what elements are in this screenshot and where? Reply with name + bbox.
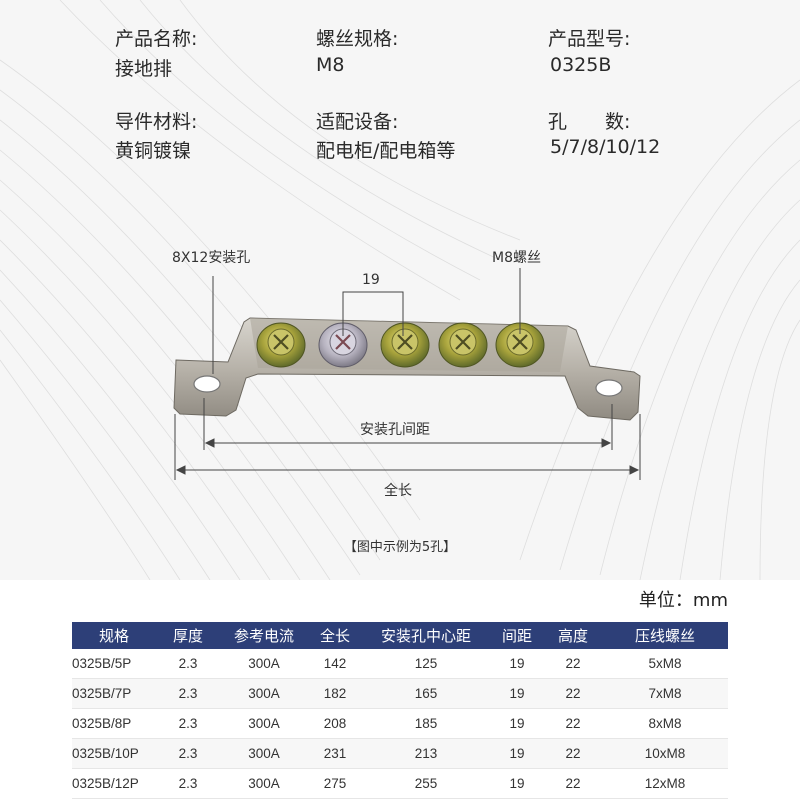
cell-thickness: 2.3 [156,649,220,679]
leader-lines [212,268,521,374]
thread-label: 螺丝规格: [316,28,399,50]
cell-length: 275 [308,768,362,799]
table-row: 0325B/12P 2.3 300A 275 255 19 22 12xM8 [72,768,728,799]
col-header: 参考电流 [220,622,308,649]
cell-length: 182 [308,678,362,709]
cell-length: 142 [308,649,362,679]
device-value: 配电柜/配电箱等 [316,140,456,162]
cell-mount-distance: 213 [362,738,490,769]
cell-current: 300A [220,678,308,709]
col-header: 全长 [308,622,362,649]
table-row: 0325B/5P 2.3 300A 142 125 19 22 5xM8 [72,649,728,679]
cell-pitch: 19 [490,649,544,679]
cell-thickness: 2.3 [156,768,220,799]
table-row: 0325B/8P 2.3 300A 208 185 19 22 8xM8 [72,708,728,739]
table-row: 0325B/7P 2.3 300A 182 165 19 22 7xM8 [72,678,728,709]
cell-length: 231 [308,738,362,769]
cell-pitch: 19 [490,678,544,709]
cell-current: 300A [220,708,308,739]
cell-height: 22 [544,678,602,709]
cell-screws: 5xM8 [602,649,728,679]
col-header: 间距 [490,622,544,649]
cell-mount-distance: 165 [362,678,490,709]
cell-screws: 7xM8 [602,678,728,709]
model-label: 产品型号: [548,28,631,50]
col-header: 规格 [72,622,156,649]
name-value: 接地排 [115,58,173,80]
spec-table: 规格 厚度 参考电流 全长 安装孔中心距 间距 高度 压线螺丝 0325B/5P… [72,622,728,799]
screw-label: M8螺丝 [492,250,541,266]
table-header-row: 规格 厚度 参考电流 全长 安装孔中心距 间距 高度 压线螺丝 [72,622,728,649]
mounting-hole-icon [193,375,221,393]
name-label: 产品名称: [115,28,198,50]
cell-model: 0325B/7P [72,678,156,709]
mount-hole-label: 8X12安装孔 [172,250,251,266]
table-row: 0325B/10P 2.3 300A 231 213 19 22 10xM8 [72,738,728,769]
cell-pitch: 19 [490,708,544,739]
screw-icon [380,322,430,368]
screw-icon [438,322,488,368]
mount-distance-dimension [203,398,613,450]
cell-pitch: 19 [490,768,544,799]
mounting-hole-icon [595,379,623,397]
background-pattern [0,0,800,580]
cell-model: 0325B/5P [72,649,156,679]
diagram-caption: 【图中示例为5孔】 [343,540,457,555]
cell-pitch: 19 [490,738,544,769]
cell-current: 300A [220,649,308,679]
col-header: 安装孔中心距 [362,622,490,649]
material-label: 导件材料: [115,111,198,133]
material-value: 黄铜镀镍 [115,140,192,162]
cell-model: 0325B/10P [72,738,156,769]
cell-height: 22 [544,738,602,769]
cell-mount-distance: 125 [362,649,490,679]
holes-value: 5/7/8/10/12 [550,136,661,158]
screw-icon [256,322,306,368]
cell-height: 22 [544,649,602,679]
col-header: 高度 [544,622,602,649]
cell-mount-distance: 185 [362,708,490,739]
holes-label: 孔 数: [548,111,631,133]
cell-thickness: 2.3 [156,738,220,769]
cell-thickness: 2.3 [156,708,220,739]
cell-model: 0325B/8P [72,708,156,739]
mount-distance-label: 安装孔间距 [360,422,430,438]
cell-current: 300A [220,738,308,769]
cell-screws: 10xM8 [602,738,728,769]
cell-current: 300A [220,768,308,799]
cell-height: 22 [544,708,602,739]
pitch-label: 19 [362,272,380,288]
thread-value: M8 [316,54,345,76]
screw-icon [495,322,545,368]
device-label: 适配设备: [316,111,399,133]
cell-model: 0325B/12P [72,768,156,799]
total-length-label: 全长 [384,483,412,499]
unit-label: 单位：mm [638,590,728,611]
model-value: 0325B [550,54,612,76]
cell-thickness: 2.3 [156,678,220,709]
cell-mount-distance: 255 [362,768,490,799]
col-header: 压线螺丝 [602,622,728,649]
cell-length: 208 [308,708,362,739]
product-diagram [173,268,641,480]
cell-screws: 8xM8 [602,708,728,739]
total-length-dimension [174,414,641,480]
col-header: 厚度 [156,622,220,649]
cell-height: 22 [544,768,602,799]
cell-screws: 12xM8 [602,768,728,799]
